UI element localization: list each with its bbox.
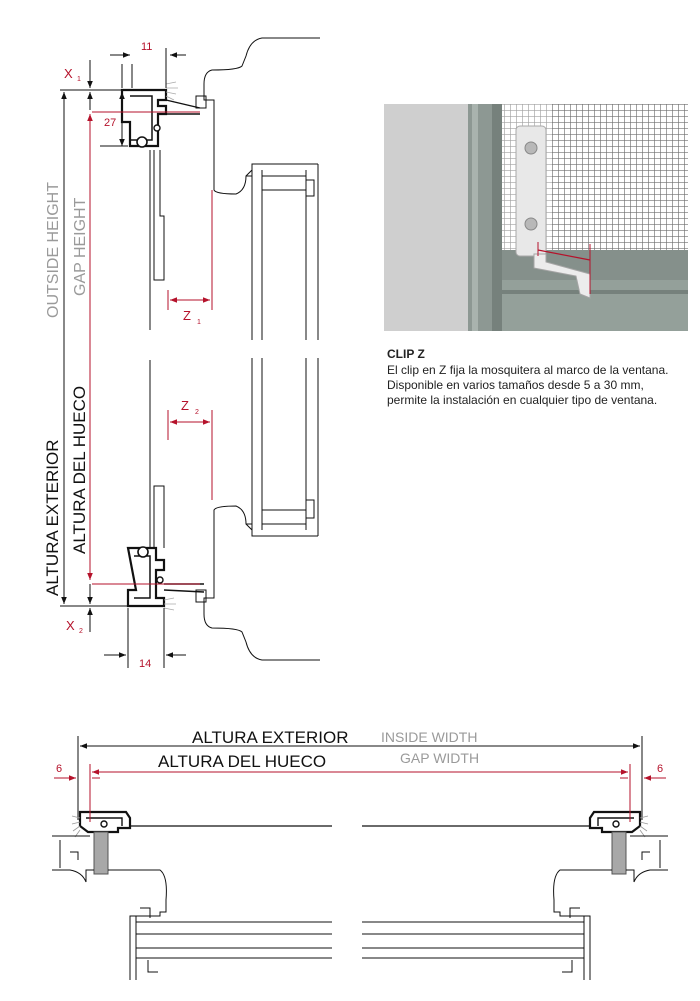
right-offset-label: 6: [657, 763, 663, 775]
outside-height-es-label: ALTURA EXTERIOR: [43, 440, 62, 597]
profile-height-label: 27: [104, 117, 116, 129]
outside-width-en-label: INSIDE WIDTH: [381, 729, 477, 745]
top-cassette-profile: [120, 81, 201, 148]
gap-width-en-label: GAP WIDTH: [400, 750, 479, 766]
outside-height-en-label: OUTSIDE HEIGHT: [45, 182, 62, 318]
window-frame-top: [203, 37, 320, 195]
gap-height-es-label: ALTURA DEL HUECO: [70, 386, 89, 554]
vertical-dimensions: [60, 48, 186, 668]
z1-subscript: 1: [197, 319, 201, 326]
clip-z-title: CLIP Z: [387, 347, 425, 361]
gap-width-es-label: ALTURA DEL HUECO: [158, 752, 326, 771]
bottom-width-label: 14: [139, 658, 151, 670]
vertical-labels: OUTSIDE HEIGHT GAP HEIGHT ALTURA EXTERIO…: [43, 41, 201, 670]
horizontal-dimensions: [54, 743, 666, 822]
vertical-red-dimensions: [87, 111, 213, 585]
x1-label: X: [64, 66, 73, 81]
z2-subscript: 2: [195, 409, 199, 416]
left-horizontal-profile: [71, 810, 132, 875]
vertical-section: [120, 37, 320, 661]
clip-z-note: CLIP Z El clip en Z fija la mosquitera a…: [387, 347, 687, 408]
horizontal-section: [52, 736, 668, 980]
outside-width-es-label: ALTURA EXTERIOR: [192, 728, 349, 747]
x2-label: X: [66, 618, 75, 633]
z1-label: Z: [183, 308, 191, 323]
top-width-label: 11: [141, 41, 152, 53]
gap-height-en-label: GAP HEIGHT: [72, 197, 89, 296]
right-horizontal-profile: [588, 810, 649, 875]
bottom-cassette-profile: [126, 546, 205, 611]
clip-z-description: El clip en Z fija la mosquitera al marco…: [387, 363, 669, 407]
clip-z-photo: [384, 104, 688, 331]
z2-label: Z: [181, 398, 189, 413]
left-offset-label: 6: [56, 763, 62, 775]
horizontal-labels: ALTURA EXTERIOR INSIDE WIDTH ALTURA DEL …: [56, 728, 663, 775]
x2-subscript: 2: [79, 628, 83, 635]
window-frame-bottom: [203, 505, 320, 661]
x1-subscript: 1: [77, 76, 81, 83]
